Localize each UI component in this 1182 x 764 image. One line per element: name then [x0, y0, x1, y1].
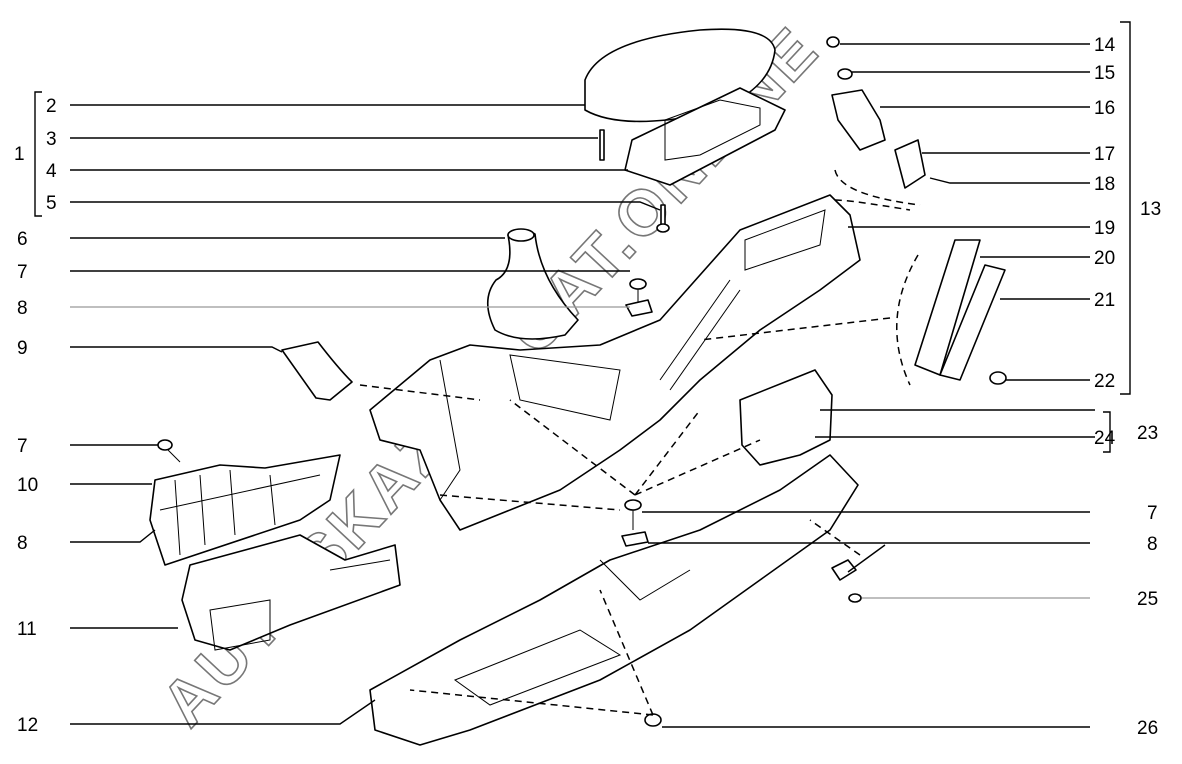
callout-2: 2	[46, 96, 57, 117]
callout-10: 10	[17, 475, 38, 496]
dashed-arc-13	[834, 169, 921, 211]
callout-25: 25	[1137, 589, 1158, 610]
callout-16: 16	[1094, 98, 1115, 119]
callout-13: 13	[1140, 199, 1161, 220]
callout-4: 4	[46, 161, 57, 182]
dashed-arrow	[359, 317, 891, 716]
callout-9: 9	[17, 338, 28, 359]
rail-20-21	[914, 239, 1007, 385]
cover-17	[894, 139, 926, 189]
console-bracket-24	[739, 369, 833, 466]
center-console	[369, 194, 861, 531]
screw-3	[599, 129, 605, 161]
bracket-25	[831, 559, 862, 603]
callout-7: 7	[17, 262, 28, 283]
callout-5: 5	[46, 193, 57, 214]
screw-7-left	[157, 439, 181, 463]
callout-11: 11	[17, 619, 37, 640]
callout-19: 19	[1094, 218, 1115, 239]
trim-panel-9	[281, 341, 353, 401]
callout-20: 20	[1094, 248, 1115, 269]
callout-12: 12	[17, 715, 38, 736]
screw-14-15	[826, 36, 853, 80]
side-panel-10	[149, 454, 341, 566]
callout-23: 23	[1137, 423, 1158, 444]
callout-24: 24	[1094, 428, 1116, 449]
callout-7: 7	[1147, 503, 1158, 524]
screw-5	[656, 204, 670, 233]
callout-6: 6	[17, 229, 28, 250]
callout-8: 8	[17, 298, 28, 319]
callout-22: 22	[1094, 371, 1115, 392]
callout-7: 7	[17, 436, 28, 457]
switch-16	[831, 89, 886, 151]
callout-18: 18	[1094, 174, 1115, 195]
side-panel-11	[181, 534, 401, 651]
callout-14: 14	[1094, 35, 1116, 56]
leader-lines	[34, 21, 1131, 728]
callout-17: 17	[1094, 144, 1115, 165]
callout-1: 1	[14, 144, 25, 165]
callout-3: 3	[46, 129, 57, 150]
gear-boot	[486, 228, 579, 340]
callout-8: 8	[17, 533, 28, 554]
dashed-arc-20	[896, 254, 919, 386]
callout-26: 26	[1137, 718, 1158, 739]
callout-8: 8	[1147, 534, 1158, 555]
lower-tray-12	[369, 454, 859, 746]
callout-21: 21	[1094, 290, 1115, 311]
callout-labels: 1 2 3 4 5 6 7 8 9 7 10 8 11 12 13 14 15 …	[14, 35, 1161, 739]
screw-7-bottom	[621, 499, 649, 547]
callout-15: 15	[1094, 63, 1115, 84]
